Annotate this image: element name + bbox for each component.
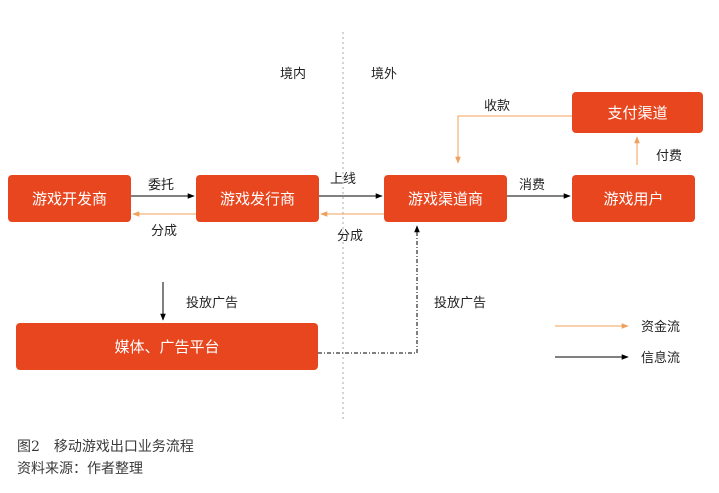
node-payment-label: 支付渠道 xyxy=(607,104,667,122)
node-publisher-label: 游戏发行商 xyxy=(220,190,295,208)
legend-money-label: 资金流 xyxy=(641,319,680,335)
edge-consume-label: 消费 xyxy=(519,178,545,193)
node-developer: 游戏开发商 xyxy=(8,175,131,222)
edge-collect xyxy=(455,115,572,164)
edge-share-1-label: 分成 xyxy=(151,224,177,239)
node-channel: 游戏渠道商 xyxy=(384,175,507,222)
node-user-label: 游戏用户 xyxy=(603,190,663,208)
figure-source: 资料来源：作者整理 xyxy=(17,461,143,477)
edge-ad-2 xyxy=(318,225,420,354)
figure-caption: 图2 移动游戏出口业务流程 xyxy=(17,439,194,455)
edge-pay-label: 付费 xyxy=(656,149,682,164)
node-user: 游戏用户 xyxy=(572,175,695,222)
legend: 资金流 信息流 xyxy=(555,319,680,366)
edge-share-2-label: 分成 xyxy=(337,229,363,244)
node-developer-label: 游戏开发商 xyxy=(32,190,107,208)
region-label-domestic: 境内 xyxy=(280,66,306,82)
node-publisher: 游戏发行商 xyxy=(196,175,319,222)
node-channel-label: 游戏渠道商 xyxy=(408,190,483,208)
node-media: 媒体、广告平台 xyxy=(16,323,318,370)
edge-ad-1-label: 投放广告 xyxy=(186,295,238,311)
edge-collect-label: 收款 xyxy=(484,99,510,114)
edge-ad-2-label: 投放广告 xyxy=(434,295,486,311)
node-payment: 支付渠道 xyxy=(572,92,703,133)
edge-launch-label: 上线 xyxy=(330,172,356,187)
node-media-label: 媒体、广告平台 xyxy=(114,338,219,356)
region-label-overseas: 境外 xyxy=(371,67,397,82)
legend-info-label: 信息流 xyxy=(641,350,680,366)
edge-commission-label: 委托 xyxy=(148,178,174,193)
